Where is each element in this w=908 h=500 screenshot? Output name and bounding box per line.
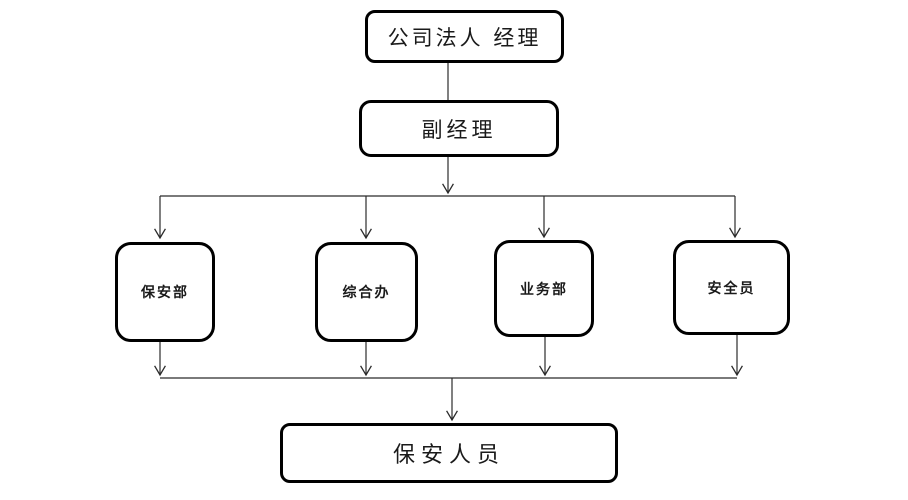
node-security-personnel: 保安人员	[280, 423, 618, 483]
node-label: 公司法人 经理	[387, 25, 542, 50]
node-label: 保安人员	[392, 443, 505, 468]
node-label: 副经理	[421, 117, 497, 142]
node-label: 业务部	[520, 281, 568, 298]
node-label: 综合办	[342, 285, 391, 301]
node-general-office: 综合办	[315, 242, 418, 342]
node-label: 保安部	[141, 285, 189, 301]
node-safety-officer: 安全员	[673, 240, 790, 335]
node-company-legal-person-manager: 公司法人 经理	[365, 10, 564, 63]
node-security-department: 保安部	[115, 242, 215, 342]
node-label: 安全员	[707, 280, 756, 297]
node-deputy-manager: 副经理	[359, 100, 559, 157]
node-business-department: 业务部	[494, 240, 594, 337]
